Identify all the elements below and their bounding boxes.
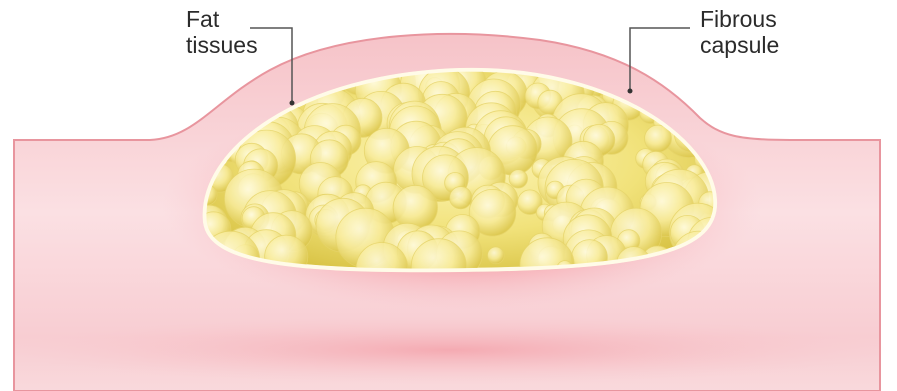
fat-tissues-label-line1: Fat xyxy=(186,6,258,32)
fibrous-capsule-label-line2: capsule xyxy=(700,32,779,58)
fat-cell xyxy=(393,185,437,229)
fat-tissues-label-line2: tissues xyxy=(186,32,258,58)
fat-cell xyxy=(487,247,504,264)
lower-dermis-band xyxy=(10,316,890,384)
fat-tissues-pointer-dot xyxy=(290,101,295,106)
fat-cell xyxy=(706,62,723,79)
fibrous-capsule-label: Fibrous capsule xyxy=(700,6,779,58)
fibrous-capsule-label-line1: Fibrous xyxy=(700,6,779,32)
fat-cell xyxy=(450,187,472,209)
fat-cell xyxy=(509,170,527,188)
fat-tissues-label: Fat tissues xyxy=(186,6,258,58)
fibrous-capsule-pointer-dot xyxy=(628,89,633,94)
